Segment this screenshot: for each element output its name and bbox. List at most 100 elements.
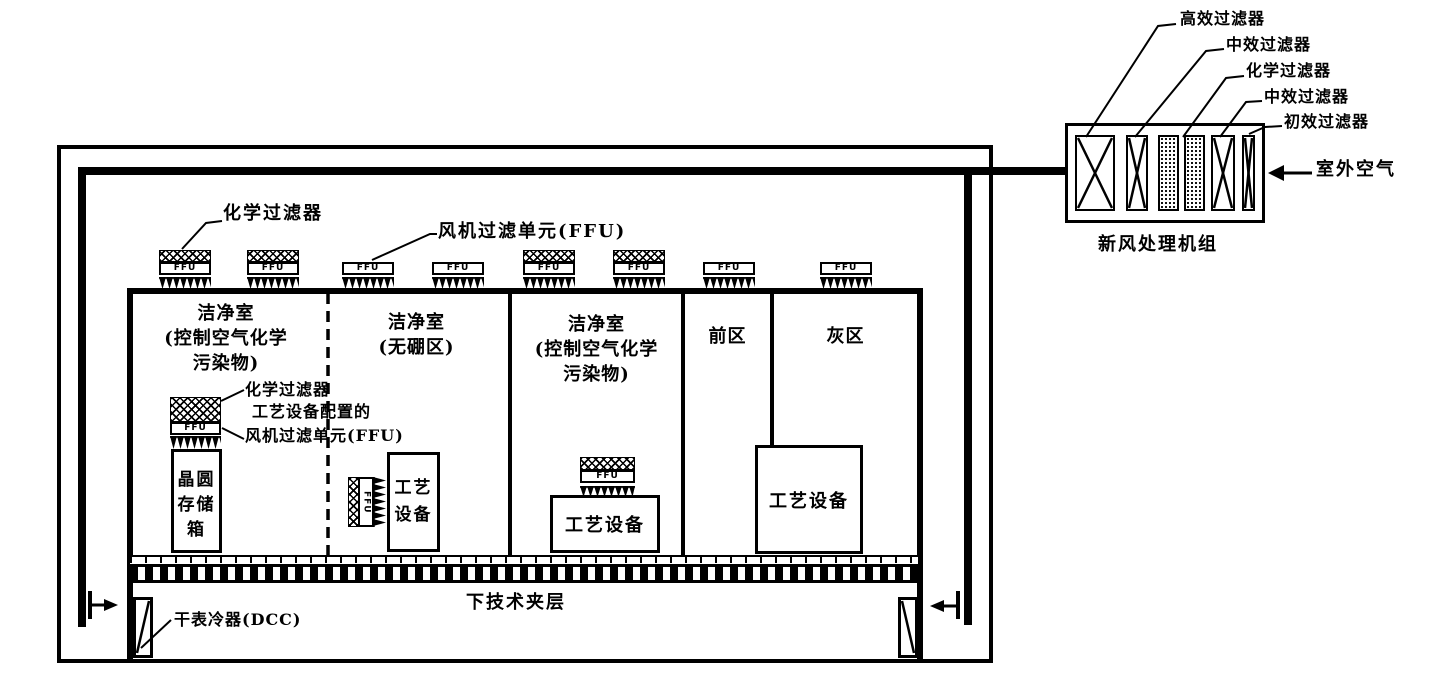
leader-primary	[1248, 125, 1283, 135]
ffu-unit-4: FFU	[432, 250, 485, 289]
zigzag-glyph	[373, 477, 386, 527]
room1-line2: (控制空气化学	[164, 328, 288, 349]
ffu-box: FFU	[703, 262, 755, 275]
lower-plenum-label: 下技术夹层	[466, 592, 566, 613]
zigzag-glyph	[342, 277, 395, 289]
eq3-ffu-box: FFU	[580, 470, 635, 483]
leader-dcc	[140, 619, 172, 649]
label-medium-filter-1: 中效过滤器	[1226, 35, 1312, 54]
ffu-unit-8: FFU	[820, 250, 873, 289]
ffu-label: FFU	[446, 263, 470, 273]
duct-right	[964, 167, 972, 625]
side-ffu-label: FFU	[361, 490, 372, 514]
ffu-zigzag-icon	[523, 275, 576, 289]
room1-label: 洁净室 (控制空气化学 污染物)	[127, 301, 325, 376]
label-medium-filter-2: 中效过滤器	[1264, 87, 1350, 106]
ffu-zigzag-icon	[820, 275, 873, 289]
process-eq-gray-label: 工艺设备	[769, 490, 849, 512]
x-filter-glyph	[1076, 137, 1114, 209]
ffu-unit-6: FFU	[613, 250, 666, 289]
label-primary-filter: 初效过滤器	[1284, 112, 1370, 131]
tool-ffu-label-line1: 工艺设备配置的	[252, 402, 372, 421]
zigzag-glyph	[703, 277, 756, 289]
wall-room3-frontzone	[681, 292, 685, 555]
ffu-label: FFU	[261, 263, 285, 273]
room1-line3: 污染物)	[192, 353, 260, 374]
medium-filter-icon	[1126, 135, 1148, 211]
cleanroom-right-wall	[917, 288, 923, 660]
wafer-chemical-filter	[170, 397, 221, 422]
right-flow-arrowhead-icon	[930, 600, 944, 612]
ffu-unit-2: FFU	[247, 250, 300, 289]
zigzag-glyph	[432, 277, 485, 289]
label-chemical-filter: 化学过滤器	[1246, 61, 1332, 80]
gray-zone-text: 灰区	[826, 326, 865, 347]
chemical-filter-icon	[1158, 135, 1179, 211]
ffu-label: FFU	[173, 263, 197, 273]
ffu-box: FFU	[820, 262, 872, 275]
leader-medium-2	[1219, 100, 1263, 138]
leader-wafer-chemical	[220, 389, 245, 402]
leader-tool-ffu	[221, 427, 245, 440]
process-equipment-room2: 工艺 设备	[387, 452, 440, 552]
ffu-unit-3: FFU	[342, 250, 395, 289]
process-eq2-line2: 设备	[394, 505, 433, 525]
x-filter-glyph	[1127, 137, 1147, 209]
room3-label: 洁净室 (控制空气化学 污染物)	[512, 312, 681, 387]
ffu-box: FFU	[613, 262, 665, 275]
process-equipment-room3: 工艺设备	[550, 495, 660, 553]
wafer-box-line2: 存储	[177, 495, 216, 515]
ceiling-chemical-filter-label: 化学过滤器	[223, 203, 323, 224]
wafer-box-line1: 晶圆	[177, 470, 216, 490]
tool-ffu-label-line2: 风机过滤单元(FFU)	[245, 426, 404, 445]
outer-enclosure	[57, 145, 993, 663]
dcc-right-coil-icon	[900, 600, 916, 654]
zigzag-glyph	[820, 277, 873, 289]
wafer-ffu-label: FFU	[184, 423, 207, 433]
zigzag-glyph	[247, 277, 300, 289]
process-eq2-line1: 工艺	[394, 478, 433, 498]
room2-label: 洁净室 (无硼区)	[325, 310, 508, 360]
ffu-zigzag-icon	[159, 275, 212, 289]
room3-line2: (控制空气化学	[534, 339, 659, 360]
dcc-label: 干表冷器(DCC)	[174, 610, 302, 629]
ffu-chemical-filter	[613, 250, 665, 262]
ffu-label: FFU	[627, 263, 651, 273]
leader-medium-1	[1134, 48, 1225, 138]
zigzag-glyph	[170, 436, 223, 449]
leader-ceiling-chemical	[181, 220, 223, 250]
label-hepa-filter: 高效过滤器	[1180, 9, 1266, 28]
cleanroom-ceiling	[127, 288, 923, 294]
left-flow-arrowhead-icon	[104, 599, 118, 611]
primary-filter-icon	[1242, 135, 1255, 211]
zigzag-glyph	[523, 277, 576, 289]
leader-chemical	[1182, 75, 1245, 138]
leader-ceiling-ffu	[371, 233, 437, 261]
eq3-filter-zigzag-icon	[580, 483, 635, 497]
outdoor-air-label: 室外空气	[1316, 159, 1396, 180]
ffu-box: FFU	[432, 262, 484, 275]
ffu-label: FFU	[537, 263, 561, 273]
raised-floor-grid	[130, 555, 918, 564]
zigzag-glyph	[580, 486, 635, 497]
dcc-left-coil-icon	[135, 600, 151, 654]
raised-floor-perforated	[130, 564, 918, 583]
ceiling-ffu-label: 风机过滤单元(FFU)	[438, 221, 627, 242]
medium-filter-icon	[1211, 135, 1235, 211]
ffu-box: FFU	[342, 262, 394, 275]
process-equipment-grayzone: 工艺设备	[755, 445, 863, 554]
ffu-label: FFU	[717, 263, 741, 273]
hepa-filter-icon	[1075, 135, 1115, 211]
outdoor-air-arrowhead-icon	[1268, 165, 1284, 181]
ffu-unit-1: FFU	[159, 250, 212, 289]
ffu-chemical-filter	[247, 250, 299, 262]
room2-line1: 洁净室	[388, 312, 445, 333]
ffu-label: FFU	[356, 263, 380, 273]
wafer-storage-box: 晶圆 存储 箱	[171, 449, 222, 553]
wafer-ffu-box: FFU	[170, 422, 221, 435]
ffu-chemical-filter	[159, 250, 211, 262]
wall-frontzone-grayzone	[770, 292, 774, 445]
ffu-unit-7: FFU	[703, 250, 756, 289]
cleanroom-left-wall	[127, 288, 133, 660]
zigzag-glyph	[613, 277, 666, 289]
